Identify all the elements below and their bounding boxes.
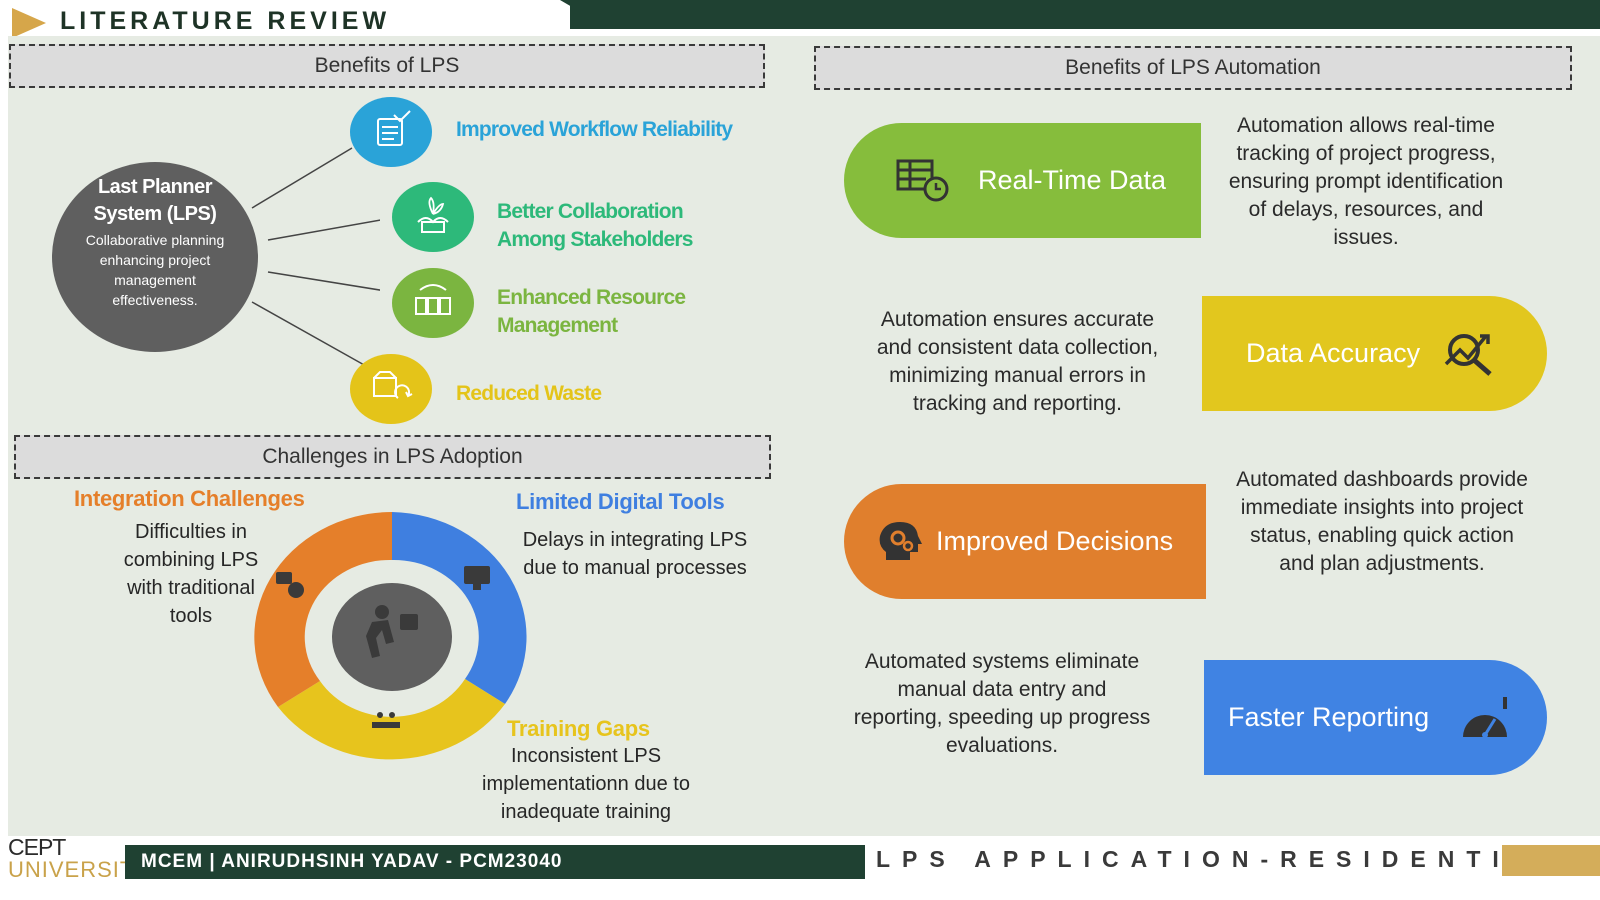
benefit-label-waste: Reduced Waste (456, 382, 602, 405)
real-time-data-pill: Real-Time Data (844, 123, 1201, 238)
donut-segment-integration (254, 512, 392, 707)
integration-challenges-text: Difficulties in combining LPS with tradi… (96, 518, 286, 630)
benefit-label-workflow: Improved Workflow Reliability (456, 118, 733, 141)
desc-line: Automated dashboards provide (1236, 468, 1528, 491)
improved-decisions-desc: Automated dashboards provide immediate i… (1212, 466, 1552, 578)
desc-line: of delays, resources, and (1248, 198, 1484, 221)
speedometer-icon (1463, 696, 1508, 738)
digital-line: due to manual processes (523, 557, 747, 579)
digital-line: Delays in integrating LPS (522, 529, 748, 551)
real-time-data-desc: Automation allows real-time tracking of … (1206, 112, 1526, 252)
training-line: Inconsistent LPS (510, 745, 662, 767)
monitor-icon (464, 566, 490, 590)
desc-line: Automation allows real-time (1237, 114, 1495, 137)
collaboration-icon (417, 196, 449, 233)
desc-line: issues. (1333, 226, 1399, 249)
limited-digital-tools-title: Limited Digital Tools (516, 489, 725, 514)
desc-line: tracking of project progress, (1236, 142, 1496, 165)
university-logo-top: CEPT (8, 834, 66, 860)
workflow-icon (377, 110, 411, 146)
faster-reporting-label: Faster Reporting (1228, 702, 1430, 732)
desc-line: Automated systems eliminate (864, 650, 1140, 673)
collaboration-circle (392, 182, 474, 252)
desc-line: evaluations. (945, 734, 1059, 757)
improved-decisions-label: Improved Decisions (936, 526, 1174, 556)
footer-project-title: LPS APPLICATION-RESIDENTIAL (876, 846, 1566, 872)
collab-line1: Better Collaboration (497, 200, 684, 223)
desc-line: manual data entry and (897, 678, 1107, 701)
data-accuracy-label: Data Accuracy (1246, 338, 1421, 368)
desc-line: immediate insights into project (1240, 496, 1524, 519)
training-icon (372, 712, 400, 728)
hub-title-line2: System (LPS) (93, 203, 217, 225)
integration-line: with traditional (127, 577, 255, 599)
integration-line: combining LPS (123, 549, 259, 571)
benefit-label-resource: Enhanced Resource Management (497, 284, 686, 340)
integration-line: tools (169, 605, 213, 627)
footer-author: MCEM | ANIRUDHSINH YADAV - PCM23040 (125, 845, 865, 879)
resource-line2: Management (497, 314, 618, 337)
header-band (570, 0, 1600, 29)
donut-segment-training (278, 679, 505, 760)
benefit-label-collaboration: Better Collaboration Among Stakeholders (497, 198, 693, 254)
challenges-donut (254, 512, 527, 760)
desc-line: reporting, speeding up progress (853, 706, 1151, 729)
training-gaps-text: Inconsistent LPS implementationn due to … (462, 742, 710, 826)
data-accuracy-desc: Automation ensures accurate and consiste… (855, 306, 1180, 418)
automation-heading: Benefits of LPS Automation (814, 46, 1572, 90)
desc-line: and plan adjustments. (1279, 552, 1485, 575)
desc-line: status, enabling quick action (1250, 524, 1514, 547)
spreadsheet-clock-icon (896, 159, 949, 201)
resource-line1: Enhanced Resource (497, 286, 686, 309)
collab-line2: Among Stakeholders (497, 228, 693, 251)
section-title: LITERATURE REVIEW (60, 7, 391, 35)
desc-line: Automation ensures accurate (880, 308, 1155, 331)
improved-decisions-pill: Improved Decisions (844, 484, 1206, 599)
resource-icon (415, 284, 451, 315)
recycle-icon (373, 371, 413, 399)
integration-icon (276, 572, 304, 598)
brain-gears-icon (879, 521, 922, 560)
training-gaps-title: Training Gaps (507, 716, 650, 741)
faster-reporting-desc: Automated systems eliminate manual data … (832, 648, 1172, 760)
desc-line: ensuring prompt identification (1228, 170, 1504, 193)
waste-circle (350, 354, 432, 424)
workflow-circle (350, 97, 432, 167)
footer-gold-accent (1502, 845, 1600, 876)
training-line: implementationn due to (482, 773, 690, 795)
hub-description: Collaborative planning enhancing project… (85, 232, 225, 308)
worker-icon (366, 605, 418, 658)
hub-connector-lines (251, 147, 380, 367)
title-arrow-icon (12, 8, 46, 38)
desc-line: tracking and reporting. (913, 392, 1122, 415)
integration-challenges-title: Integration Challenges (74, 486, 305, 511)
training-line: inadequate training (500, 801, 672, 823)
benefits-lps-heading: Benefits of LPS (9, 44, 765, 88)
desc-line: minimizing manual errors in (889, 364, 1146, 387)
data-accuracy-pill: Data Accuracy (1202, 296, 1547, 411)
lps-hub-circle: Last Planner System (LPS) Collaborative … (52, 162, 258, 352)
challenges-heading: Challenges in LPS Adoption (14, 435, 771, 479)
donut-segment-digital (392, 512, 527, 704)
faster-reporting-pill: Faster Reporting (1204, 660, 1547, 775)
real-time-data-label: Real-Time Data (978, 165, 1167, 195)
desc-line: and consistent data collection, (876, 336, 1159, 359)
resource-circle (392, 268, 474, 338)
analytics-search-icon (1444, 333, 1492, 376)
integration-line: Difficulties in (135, 521, 247, 543)
limited-digital-tools-text: Delays in integrating LPS due to manual … (500, 526, 770, 582)
hub-title-line1: Last Planner (97, 176, 213, 198)
